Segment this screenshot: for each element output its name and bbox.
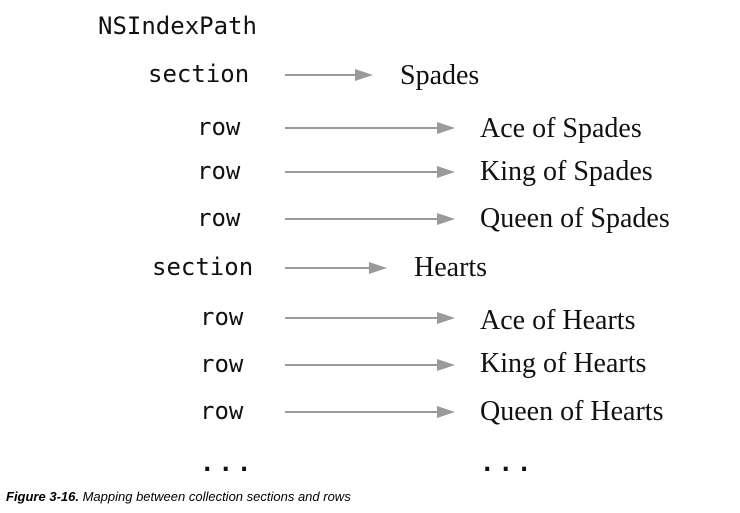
arrow-head-icon bbox=[437, 406, 455, 418]
row-arrow bbox=[285, 122, 455, 134]
arrow-head-icon bbox=[355, 69, 373, 81]
section-key-hearts: section bbox=[152, 253, 254, 281]
row-value: Queen of Hearts bbox=[480, 396, 664, 427]
row-arrow bbox=[285, 166, 455, 178]
arrow-head-icon bbox=[437, 359, 455, 371]
row-arrow bbox=[285, 406, 455, 418]
row-key: row bbox=[200, 397, 244, 425]
arrow-head-icon bbox=[369, 262, 387, 274]
row-value: King of Spades bbox=[480, 156, 653, 187]
continuation-key-ellipsis: ... bbox=[200, 449, 256, 477]
row-key: row bbox=[200, 303, 244, 331]
arrow-head-icon bbox=[437, 122, 455, 134]
row-key: row bbox=[197, 204, 241, 232]
row-key: row bbox=[197, 113, 241, 141]
row-arrow bbox=[285, 359, 455, 371]
row-arrow bbox=[285, 312, 455, 324]
figure-caption-label: Figure 3-16. bbox=[6, 489, 79, 504]
section-value-spades: Spades bbox=[400, 60, 480, 91]
section-value-hearts: Hearts bbox=[414, 252, 488, 283]
row-value: Ace of Hearts bbox=[480, 305, 636, 336]
arrow-head-icon bbox=[437, 166, 455, 178]
row-value: Queen of Spades bbox=[480, 203, 670, 234]
row-key: row bbox=[197, 157, 241, 185]
arrow-head-icon bbox=[437, 213, 455, 225]
arrow-head-icon bbox=[437, 312, 455, 324]
section-key-spades: section bbox=[148, 60, 250, 88]
figure-caption-text: Mapping between collection sections and … bbox=[82, 489, 351, 504]
row-key: row bbox=[200, 350, 244, 378]
root-label: NSIndexPath bbox=[98, 12, 257, 40]
section-arrow-hearts bbox=[285, 262, 387, 274]
section-arrow-spades bbox=[285, 69, 373, 81]
row-value: Ace of Spades bbox=[480, 113, 642, 144]
row-arrow bbox=[285, 213, 455, 225]
continuation-value-ellipsis: ... bbox=[480, 449, 536, 477]
row-value: King of Hearts bbox=[480, 348, 647, 379]
figure-caption: Figure 3-16. Mapping between collection … bbox=[6, 490, 351, 503]
